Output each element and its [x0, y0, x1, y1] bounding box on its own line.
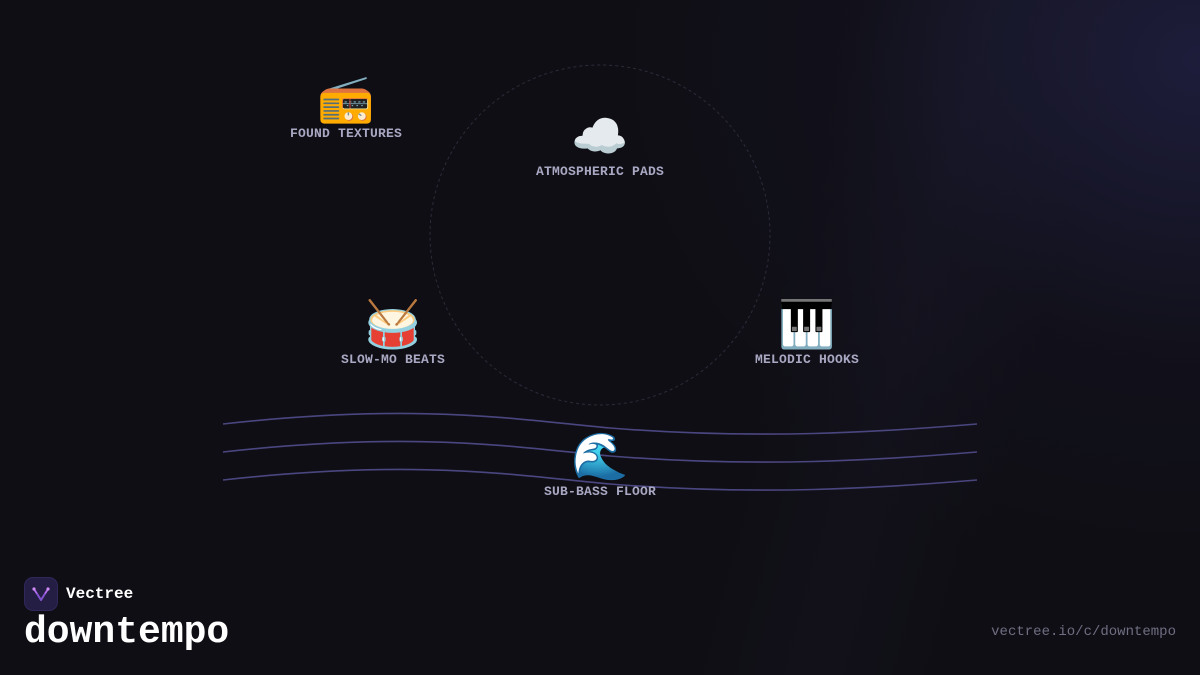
node-sub-bass-floor[interactable]: 🌊 SUB-BASS FLOOR [500, 430, 700, 499]
wave-line-1 [222, 412, 978, 435]
cloud-icon: ☁️ [571, 109, 629, 163]
drum-icon: 🥁 [364, 297, 422, 351]
node-atmospheric-pads[interactable]: ☁️ ATMOSPHERIC PADS [500, 110, 700, 179]
node-label: SUB-BASS FLOOR [543, 484, 657, 499]
piano-keys-icon: 🎹 [778, 297, 836, 351]
collection-title: downtempo [24, 611, 230, 654]
orbit-ring [429, 64, 771, 406]
node-slow-mo-beats[interactable]: 🥁 SLOW-MO BEATS [293, 298, 493, 367]
wave-line-3 [222, 468, 978, 491]
radio-icon: 📻 [317, 71, 375, 125]
wave-icon: 🌊 [571, 429, 629, 483]
node-melodic-hooks[interactable]: 🎹 MELODIC HOOKS [707, 298, 907, 367]
node-label: FOUND TEXTURES [289, 126, 403, 141]
node-found-textures[interactable]: 📻 FOUND TEXTURES [246, 72, 446, 141]
vectree-logo-icon [24, 577, 58, 611]
logo-mark [32, 587, 50, 601]
brand-name: Vectree [66, 585, 134, 603]
brand[interactable]: Vectree [24, 577, 133, 611]
collection-url[interactable]: vectree.io/c/downtempo [991, 624, 1176, 640]
wave-line-2 [222, 440, 978, 463]
node-label: MELODIC HOOKS [754, 352, 860, 367]
node-label: SLOW-MO BEATS [340, 352, 446, 367]
node-label: ATMOSPHERIC PADS [535, 164, 665, 179]
